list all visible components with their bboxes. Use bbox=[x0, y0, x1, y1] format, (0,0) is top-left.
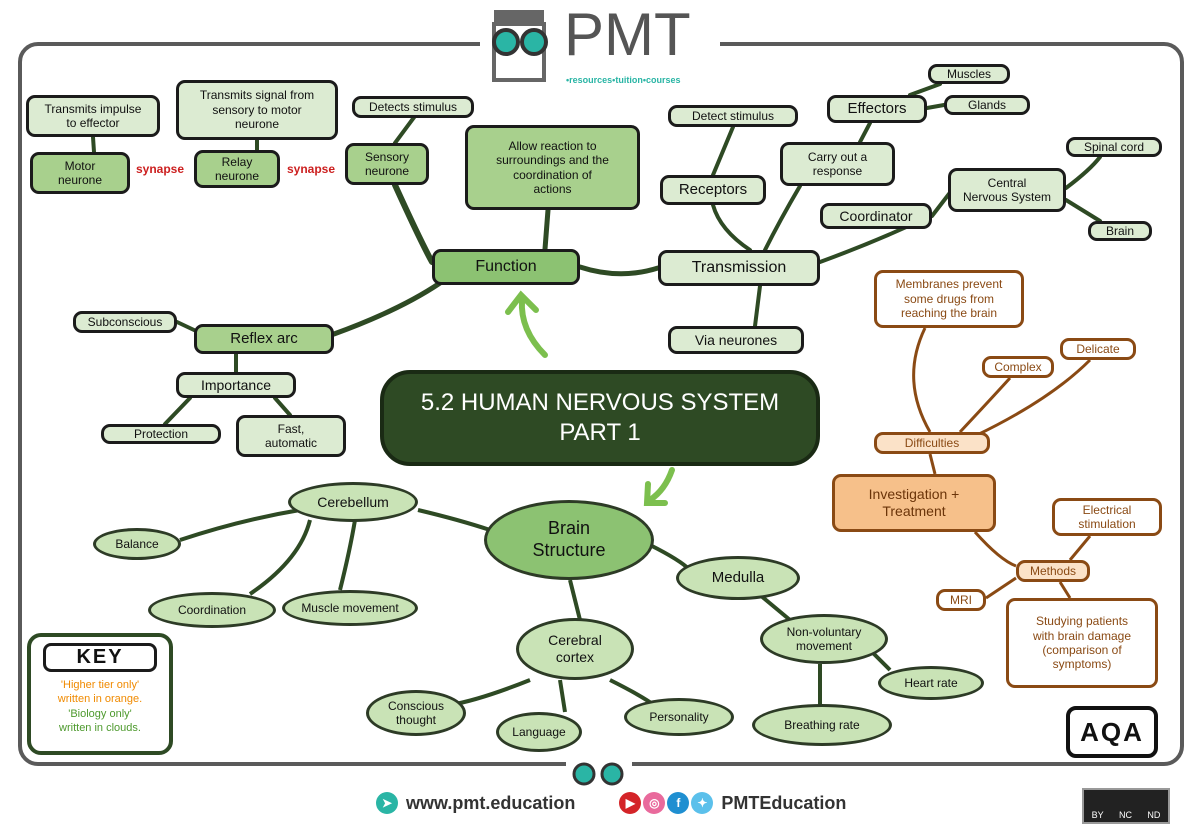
cloud-medulla: Medulla bbox=[676, 556, 800, 600]
glasses-book-icon bbox=[492, 10, 548, 82]
cloud-coordination: Coordination bbox=[148, 592, 276, 628]
key-orange-note: 'Higher tier only' written in orange. bbox=[57, 679, 143, 706]
node-complex: Complex bbox=[982, 356, 1054, 378]
cloud-language: Language bbox=[496, 712, 582, 752]
cloud-cerebral-cortex: Cerebral cortex bbox=[516, 618, 634, 680]
cloud-personality: Personality bbox=[624, 698, 734, 736]
footer: ➤ www.pmt.education ▶ ◎ f ✦ PMTEducation bbox=[376, 792, 846, 814]
node-delicate: Delicate bbox=[1060, 338, 1136, 360]
license-nc: NC bbox=[1119, 810, 1132, 820]
key-cloud-note: 'Biology only' written in clouds. bbox=[59, 707, 141, 734]
node-membranes: Membranes prevent some drugs from reachi… bbox=[874, 270, 1024, 328]
node-coordinator: Coordinator bbox=[820, 203, 932, 229]
youtube-icon[interactable]: ▶ bbox=[619, 792, 642, 814]
synapse-label: synapse bbox=[136, 162, 185, 176]
node-receptors: Receptors bbox=[660, 175, 766, 205]
node-sensory-neurone: Sensory neurone bbox=[345, 143, 429, 185]
node-muscles: Muscles bbox=[928, 64, 1010, 84]
cloud-heart-rate: Heart rate bbox=[878, 666, 984, 700]
node-relay-neurone: Relay neurone bbox=[194, 150, 280, 188]
cloud-non-voluntary-movement: Non-voluntary movement bbox=[760, 614, 888, 664]
logo-text: PMT bbox=[564, 1, 691, 68]
node-difficulties: Difficulties bbox=[874, 432, 990, 454]
node-electrical-stimulation: Electrical stimulation bbox=[1052, 498, 1162, 536]
node-investigation-treatment: Investigation + Treatment bbox=[832, 474, 996, 532]
node-transmits-impulse: Transmits impulse to effector bbox=[26, 95, 160, 137]
exam-board-badge: AQA bbox=[1066, 706, 1158, 758]
node-via-neurones: Via neurones bbox=[668, 326, 804, 354]
node-glands: Glands bbox=[944, 95, 1030, 115]
instagram-icon[interactable]: ◎ bbox=[643, 792, 666, 814]
cloud-brain-structure: Brain Structure bbox=[484, 500, 654, 580]
node-subconscious: Subconscious bbox=[73, 311, 177, 333]
social-handle[interactable]: PMTEducation bbox=[721, 792, 847, 813]
license-by: BY bbox=[1091, 810, 1104, 820]
node-importance: Importance bbox=[176, 372, 296, 398]
facebook-icon[interactable]: f bbox=[667, 792, 690, 814]
logo-tagline: •resources•tuition•courses bbox=[566, 75, 681, 85]
node-carry-out-response: Carry out a response bbox=[780, 142, 895, 186]
node-fast-automatic: Fast, automatic bbox=[236, 415, 346, 457]
node-transmission: Transmission bbox=[658, 250, 820, 286]
node-cns: Central Nervous System bbox=[948, 168, 1066, 212]
license-nd: ND bbox=[1147, 810, 1161, 820]
synapse-label: synapse bbox=[287, 162, 336, 176]
cloud-balance: Balance bbox=[93, 528, 181, 560]
node-detect-stimulus: Detect stimulus bbox=[668, 105, 798, 127]
node-allow-reaction: Allow reaction to surroundings and the c… bbox=[465, 125, 640, 210]
node-reflex-arc: Reflex arc bbox=[194, 324, 334, 354]
pmt-logo: PMT •resources•tuition•courses bbox=[480, 0, 720, 92]
key-heading: KEY bbox=[43, 643, 157, 672]
node-mri: MRI bbox=[936, 589, 986, 611]
key-legend: KEY 'Higher tier only' written in orange… bbox=[27, 633, 173, 755]
node-transmits-signal: Transmits signal from sensory to motor n… bbox=[176, 80, 338, 140]
cc-license-badge: BY NC ND bbox=[1082, 788, 1170, 824]
node-effectors: Effectors bbox=[827, 95, 927, 123]
cloud-muscle-movement: Muscle movement bbox=[282, 590, 418, 626]
cloud-conscious-thought: Conscious thought bbox=[366, 690, 466, 736]
node-detects-stimulus: Detects stimulus bbox=[352, 96, 474, 118]
node-motor-neurone: Motor neurone bbox=[30, 152, 130, 194]
node-methods: Methods bbox=[1016, 560, 1090, 582]
node-brain: Brain bbox=[1088, 221, 1152, 241]
node-studying-patients: Studying patients with brain damage (com… bbox=[1006, 598, 1158, 688]
twitter-icon[interactable]: ✦ bbox=[691, 792, 714, 814]
cursor-icon: ➤ bbox=[376, 792, 398, 814]
node-function: Function bbox=[432, 249, 580, 285]
website-link[interactable]: www.pmt.education bbox=[406, 792, 576, 813]
page-title: 5.2 HUMAN NERVOUS SYSTEM PART 1 bbox=[380, 370, 820, 466]
node-spinal-cord: Spinal cord bbox=[1066, 137, 1162, 157]
cloud-cerebellum: Cerebellum bbox=[288, 482, 418, 522]
cloud-breathing-rate: Breathing rate bbox=[752, 704, 892, 746]
glasses-icon bbox=[566, 760, 632, 786]
node-protection: Protection bbox=[101, 424, 221, 444]
